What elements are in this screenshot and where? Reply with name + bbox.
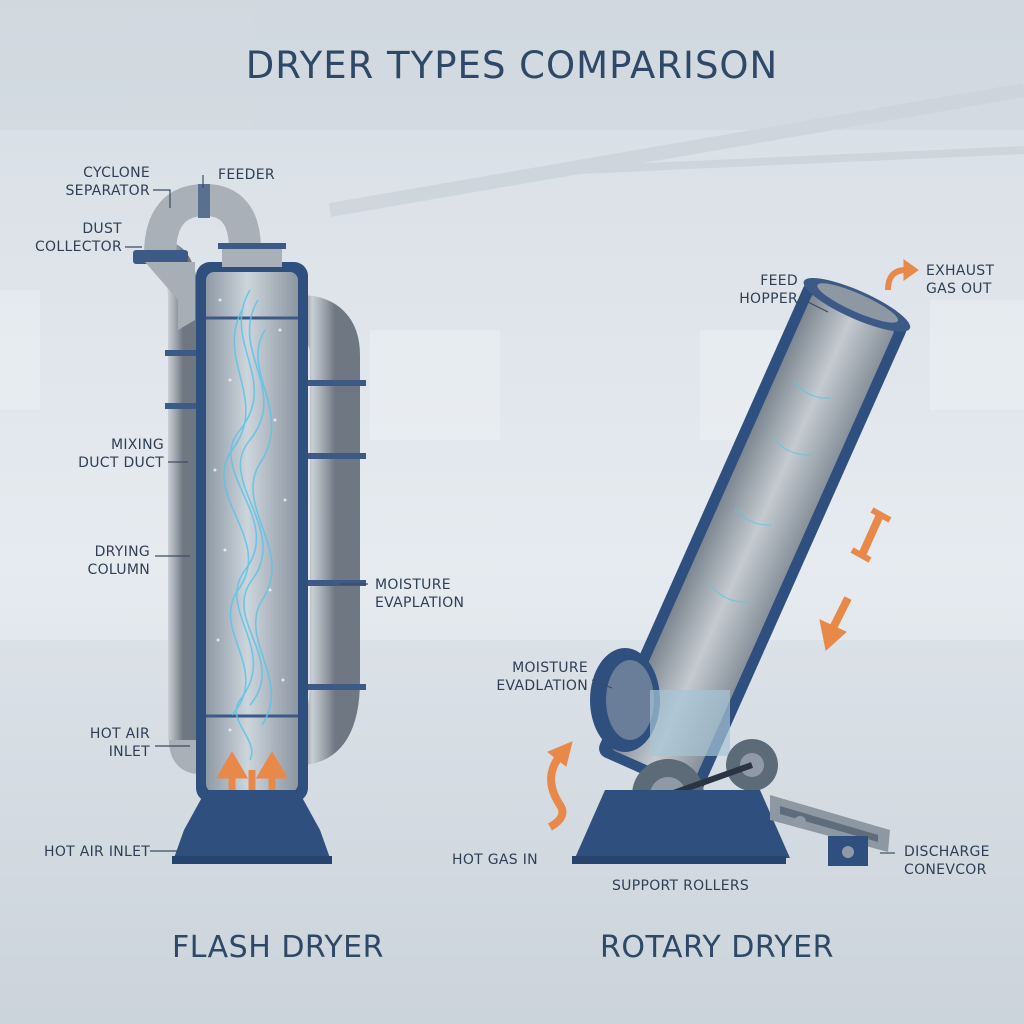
label-text: FEED: [760, 273, 798, 289]
label-text: HOPPER: [739, 291, 798, 307]
rotary-drum: [599, 277, 911, 796]
rotary-flow-arrows: [547, 259, 919, 831]
feeder-flange: [198, 184, 210, 218]
label-cyclone-separator: CYCLONE SEPARATOR: [40, 164, 150, 200]
caption-flash-dryer: FLASH DRYER: [172, 930, 384, 965]
label-text: CYCLONE: [83, 165, 150, 181]
dust-collector-flange: [133, 250, 188, 264]
particle-flow: [223, 289, 273, 761]
label-text: MIXING: [110, 437, 164, 453]
rotary-base: [575, 790, 790, 858]
label-text: EXHAUST: [926, 263, 995, 279]
label-text: INLET: [108, 744, 150, 760]
label-hot-air-inlet-bottom: HOT AIR INLET: [44, 844, 151, 860]
flash-base: [174, 790, 330, 858]
label-text: DRYING: [94, 544, 150, 560]
label-discharge-conveyor: DISCHARGE CONEVCOR: [904, 843, 990, 879]
drying-column: [206, 272, 298, 792]
label-support-rollers: SUPPORT ROLLERS: [612, 878, 750, 894]
label-hot-air-inlet: HOT AIR INLET: [40, 725, 150, 761]
label-text: COLLECTOR: [34, 239, 122, 255]
label-text: SEPARATOR: [65, 183, 150, 199]
label-text: MOISTURE: [512, 660, 588, 676]
label-text: EVADLATION: [496, 678, 588, 694]
label-text: DUCT DUCT: [78, 455, 164, 471]
label-text: DUST: [82, 221, 122, 237]
label-text: GAS OUT: [926, 281, 992, 297]
dust-collector: [145, 262, 195, 330]
label-drying-column: DRYING COLUMN: [40, 543, 150, 579]
label-moisture-evaplation: MOISTURE EVAPLATION: [375, 576, 464, 612]
rotary-dryer: [547, 259, 919, 866]
page-title: DRYER TYPES COMPARISON: [245, 44, 779, 87]
moisture-zone: [650, 690, 730, 756]
flash-dryer: [133, 183, 366, 864]
leader-lines: [125, 175, 895, 854]
label-text: COLUMN: [87, 562, 150, 578]
label-text: DISCHARGE: [904, 844, 990, 860]
caption-rotary-dryer: ROTARY DRYER: [600, 930, 834, 965]
label-exhaust-gas-out: EXHAUST GAS OUT: [926, 262, 994, 298]
label-moisture-evadlation: MOISTURE EVADLATION: [480, 659, 588, 695]
label-text: HOT AIR: [89, 726, 150, 742]
label-feeder: FEEDER: [218, 167, 275, 183]
recirculation-duct: [297, 295, 360, 765]
label-text: EVAPLATION: [375, 595, 465, 611]
label-mixing-duct: MIXING DUCT DUCT: [40, 436, 164, 472]
label-hot-gas-in: HOT GAS IN: [452, 852, 538, 868]
label-dust-collector: DUST COLLECTOR: [20, 220, 122, 256]
label-text: CONEVCOR: [904, 862, 987, 878]
label-text: MOISTURE: [375, 577, 451, 593]
label-feed-hopper: FEED HOPPER: [700, 272, 798, 308]
